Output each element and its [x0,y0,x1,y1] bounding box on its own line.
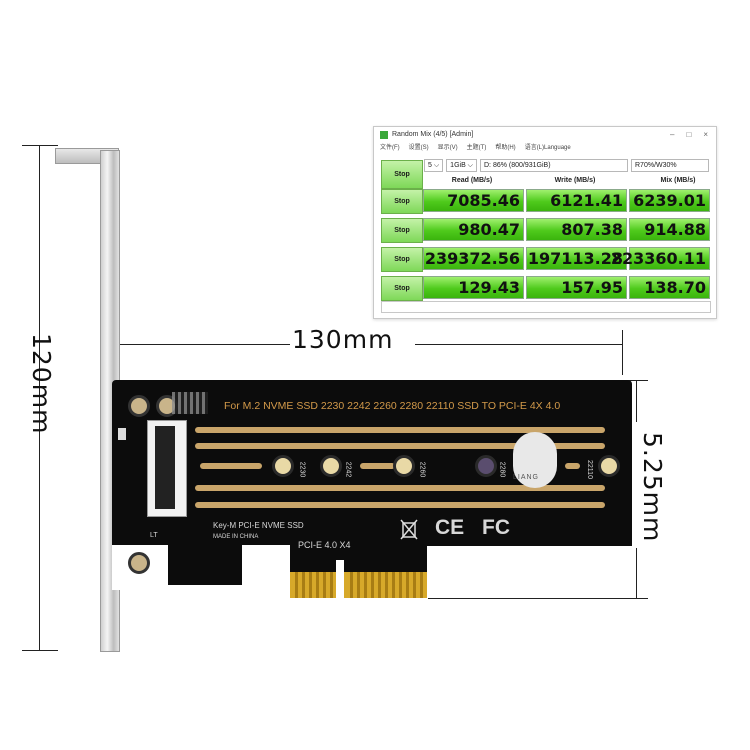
mix-ratio-select[interactable]: R70%/W30% [631,159,709,172]
column-header-write: Write (MB/s) [554,177,596,184]
standoff-hole-2280 [475,455,497,477]
drive-select[interactable]: D: 86% (800/931GiB) [480,159,628,172]
trace-4 [195,502,605,508]
finger-key-gap [336,560,344,600]
lt-label: LT [150,532,158,539]
height-dimension-line [39,145,40,650]
write-value: 807.38 [526,218,627,241]
menu-theme[interactable]: 主题(T) [466,145,487,151]
column-header-read: Read (MB/s) [451,177,493,184]
menu-view[interactable]: 显示(V) [437,145,458,151]
pcb-height-tick-top [628,380,648,381]
row-stop-button[interactable]: Stop [381,218,423,243]
standoff-hole-2230 [272,455,294,477]
size-label-2242: 2242 [344,461,352,478]
m2-connector-slot [155,426,175,509]
standoff-hole-2242 [320,455,342,477]
write-value: 157.95 [526,276,627,299]
close-button[interactable]: × [703,130,708,139]
trace-7 [565,463,580,469]
trace-2 [195,443,605,449]
pcb-height-tick-bottom [428,598,648,599]
size-label-2260: 2260 [418,461,426,478]
read-value: 129.43 [423,276,524,299]
mounting-hole-top-left [128,395,150,417]
trace-5 [200,463,262,469]
length-dimension-line-right [415,344,623,345]
made-in-label: MADE IN CHINA [213,534,259,540]
menu-file[interactable]: 文件(F) [380,145,400,151]
row-stop-button[interactable]: Stop [381,189,423,214]
read-value: 239372.56 [423,247,524,270]
header-pins [172,392,208,414]
menu-bar: 文件(F) 设置(S) 显示(V) 主题(T) 帮助(H) 语言(L)Langu… [374,142,716,153]
trace-6 [360,463,395,469]
watermark-text: LIANG [513,474,540,481]
test-size-select[interactable]: 1GiB ⌵ [446,159,477,172]
length-dimension-tick-right [622,330,623,375]
row-stop-button[interactable]: Stop [381,276,423,301]
pcb-height-dimension-line-bottom [636,548,637,598]
ce-mark: CE [435,516,465,539]
main-stop-button[interactable]: Stop [381,160,423,189]
length-dimension-label: 130mm [292,325,394,354]
fc-mark: FC [482,516,510,539]
window-titlebar[interactable]: Random Mix (4/5) [Admin] – □ × [374,127,716,142]
window-title: Random Mix (4/5) [Admin] [392,131,474,138]
app-icon [380,130,388,139]
mix-value: 223360.11 [611,247,710,270]
status-bar [381,301,711,313]
pcb-height-dimension-label: 5.25mm [638,432,667,543]
minimize-button[interactable]: – [670,130,675,139]
pcb-height-dimension-line-top [636,380,637,422]
column-header-mix: Mix (MB/s) [660,177,696,184]
size-label-22110: 22110 [585,460,593,479]
watermark-badge [513,432,557,488]
mix-value: 6239.01 [629,189,710,212]
menu-settings[interactable]: 设置(S) [408,145,429,151]
mix-value: 138.70 [629,276,710,299]
pcb-notch-mid [242,545,290,590]
led-component [118,428,126,440]
write-value: 197113.28 [526,247,627,270]
test-count-select[interactable]: 5 ⌵ [424,159,444,172]
trace-3 [195,485,605,491]
pcb-title-text: For M.2 NVME SSD 2230 2242 2260 2280 221… [224,400,561,412]
key-m-label: Key-M PCI-E NVME SSD [213,521,304,530]
write-value: 6121.41 [526,189,627,212]
gold-finger-contacts [290,572,427,598]
height-dimension-tick-top [22,145,58,146]
standoff-hole-2260 [393,455,415,477]
mix-value: 914.88 [629,218,710,241]
maximize-button[interactable]: □ [686,130,692,139]
height-dimension-label: 120mm [27,333,56,435]
height-dimension-tick-bottom [22,650,58,651]
size-label-2230: 2230 [298,461,306,478]
read-value: 7085.46 [423,189,524,212]
menu-language[interactable]: 语言(L)Language [524,145,571,151]
read-value: 980.47 [423,218,524,241]
size-label-2280: 2280 [498,461,506,478]
weee-bin-icon [398,517,420,541]
trace-1 [195,427,605,433]
pcb-notch-right [427,546,632,591]
row-stop-button[interactable]: Stop [381,247,423,272]
standoff-hole-22110 [598,455,620,477]
pcb-finger-base [290,540,427,575]
pcie-label: PCI-E 4.0 X4 [298,540,351,550]
pcb-lower-tab [168,540,242,582]
mounting-hole-bottom-left [128,552,150,574]
menu-help[interactable]: 帮助(H) [495,145,516,151]
length-dimension-line-left [112,344,290,345]
benchmark-window: Random Mix (4/5) [Admin] – □ × 文件(F) 设置(… [373,126,717,319]
